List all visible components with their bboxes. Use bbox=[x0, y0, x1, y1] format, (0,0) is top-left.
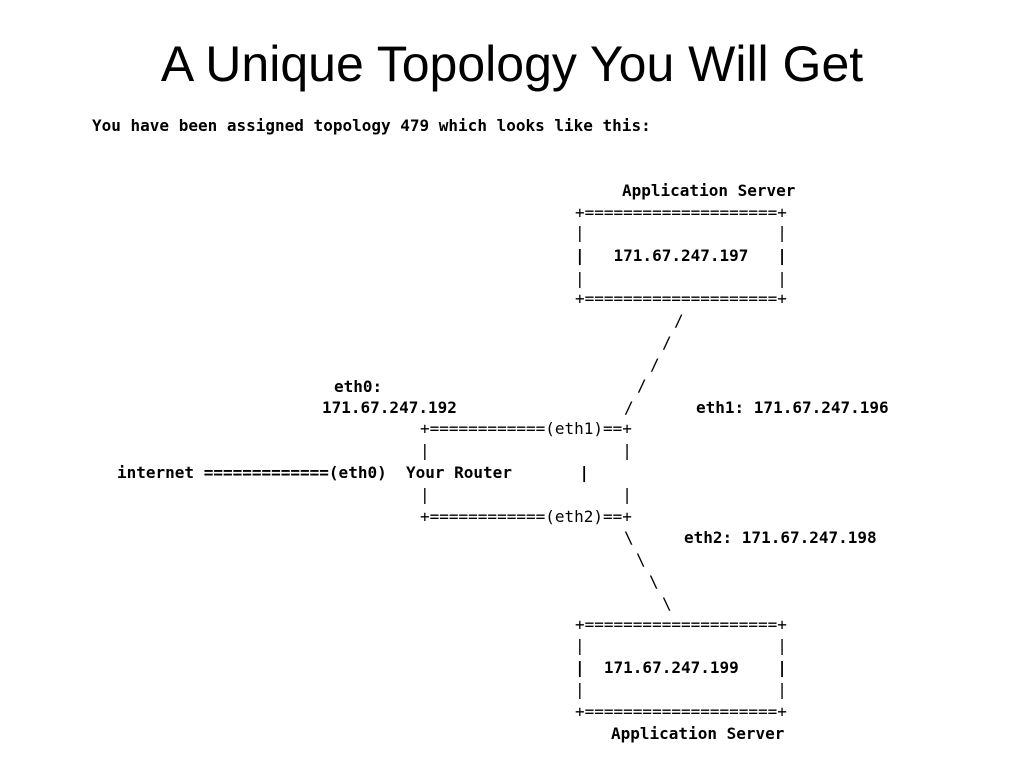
bottom-server-side: | | bbox=[575, 680, 787, 699]
link-backslash: \ bbox=[624, 528, 634, 547]
link-backslash: \ bbox=[636, 550, 646, 569]
link-backslash: \ bbox=[662, 594, 672, 613]
router-border-top: +============(eth1)==+ bbox=[420, 419, 632, 438]
link-slash: / bbox=[624, 398, 634, 417]
eth2-note: eth2: 171.67.247.198 bbox=[684, 528, 877, 547]
link-slash: / bbox=[662, 333, 672, 352]
top-server-ip: | 171.67.247.197 | bbox=[575, 246, 787, 265]
slide-title: A Unique Topology You Will Get bbox=[160, 36, 864, 92]
bottom-server-ip: | 171.67.247.199 | bbox=[575, 658, 787, 677]
eth0-label: eth0: bbox=[334, 377, 383, 396]
link-slash: / bbox=[650, 355, 660, 374]
router-side: | | bbox=[420, 485, 632, 504]
router-border-bottom: +============(eth2)==+ bbox=[420, 507, 632, 526]
top-server-side: | | bbox=[575, 223, 787, 242]
top-server-label: Application Server bbox=[622, 181, 796, 200]
eth0-ip: 171.67.247.192 bbox=[322, 398, 457, 417]
bottom-server-border-top: +====================+ bbox=[575, 615, 787, 634]
eth1-note: eth1: 171.67.247.196 bbox=[696, 398, 889, 417]
topology-intro-text: You have been assigned topology 479 whic… bbox=[92, 116, 651, 135]
link-backslash: \ bbox=[649, 572, 659, 591]
bottom-server-side: | | bbox=[575, 636, 787, 655]
top-server-border-top: +====================+ bbox=[575, 203, 787, 222]
link-slash: / bbox=[637, 376, 647, 395]
internet-router-line: internet =============(eth0) Your Router… bbox=[117, 463, 590, 482]
link-slash: / bbox=[674, 311, 684, 330]
router-side: | | bbox=[420, 441, 632, 460]
bottom-server-border-bottom: +====================+ bbox=[575, 702, 787, 721]
top-server-side: | | bbox=[575, 269, 787, 288]
bottom-server-label: Application Server bbox=[611, 724, 785, 743]
top-server-border-bottom: +====================+ bbox=[575, 289, 787, 308]
